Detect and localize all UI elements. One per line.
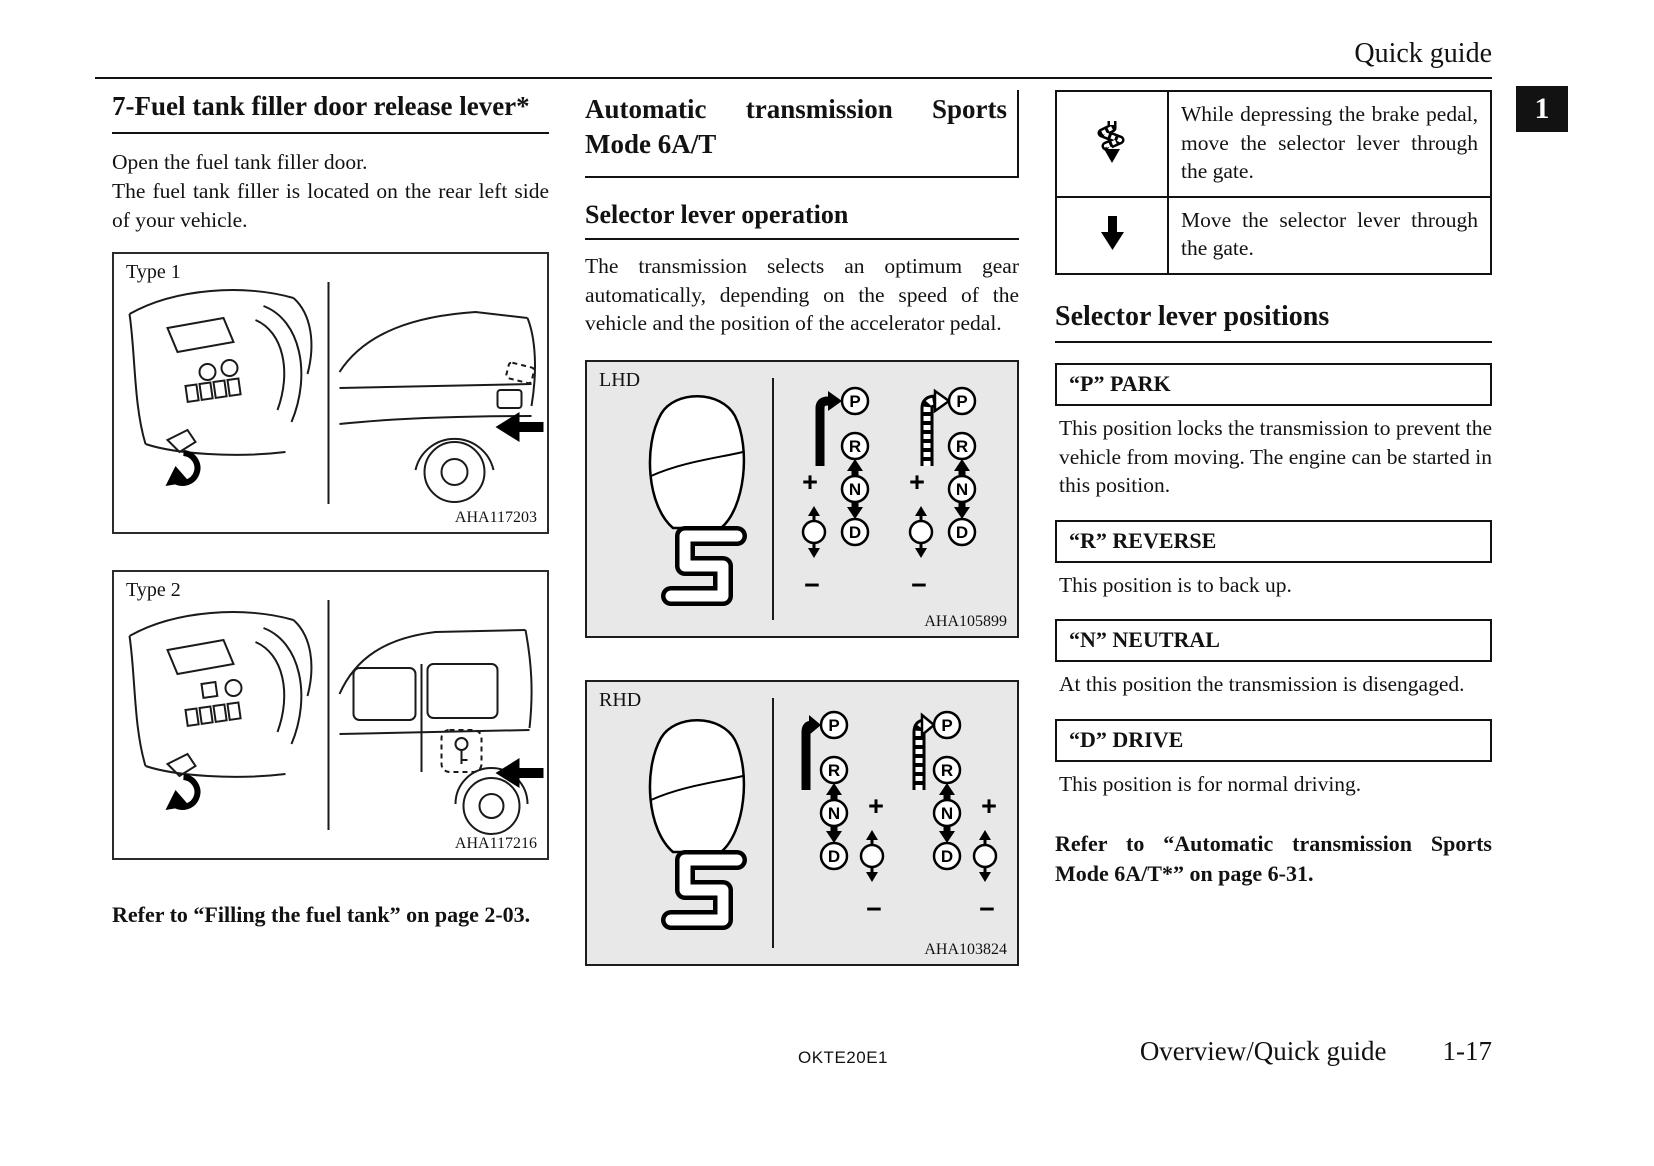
zigzag-down-arrow-icon bbox=[1097, 121, 1125, 164]
right-column: While depressing the brake pedal, move t… bbox=[1055, 90, 1492, 890]
footer-chapter-title: Overview/Quick guide bbox=[1139, 1036, 1387, 1066]
refer-note: Refer to “Automatic transmission Sports … bbox=[1055, 830, 1492, 887]
figure-label: RHD bbox=[599, 688, 642, 711]
gate-letter-n: N bbox=[941, 804, 953, 823]
position-text: This position is to back up. bbox=[1059, 572, 1292, 597]
paragraph: Open the fuel tank filler door. bbox=[112, 150, 368, 175]
gate-plus-sign: + bbox=[802, 467, 818, 497]
figure-type1: Type 1 bbox=[112, 252, 549, 535]
fuel-door-arrow bbox=[495, 758, 544, 789]
truck-side-drawing bbox=[338, 629, 533, 836]
section-heading-transmission: Automatic transmission Sports Mode 6A/T bbox=[585, 90, 1019, 179]
gate-plus-sign: + bbox=[868, 791, 884, 821]
paragraph: The fuel tank filler is located on the r… bbox=[112, 178, 549, 232]
gate-minus-sign: − bbox=[804, 570, 820, 600]
figure-lhd: LHD bbox=[585, 359, 1019, 638]
gate-letter-d: D bbox=[941, 847, 953, 866]
figure-code: AHA117203 bbox=[454, 509, 537, 527]
figure-label: Type 2 bbox=[126, 579, 181, 602]
position-text: At this position the transmission is dis… bbox=[1059, 672, 1465, 697]
gate-letter-r: R bbox=[956, 437, 968, 456]
selector-instruction-table: While depressing the brake pedal, move t… bbox=[1055, 90, 1492, 275]
position-title-reverse: “R” REVERSE bbox=[1055, 519, 1492, 563]
position-text: This position is for normal driving. bbox=[1059, 771, 1362, 796]
fuel-door-arrow bbox=[495, 412, 544, 443]
release-lever-arrow bbox=[165, 774, 201, 811]
section-heading-fuel-door: 7-Fuel tank filler door release lever* bbox=[112, 90, 549, 135]
shift-gate-diagram-solid: P R N D + − bbox=[801, 386, 870, 600]
gate-letter-r: R bbox=[849, 437, 861, 456]
figure-label: Type 1 bbox=[126, 261, 181, 284]
gate-letter-n: N bbox=[956, 480, 968, 499]
header-rule bbox=[95, 77, 1492, 79]
shift-knob-drawing bbox=[648, 719, 747, 930]
position-title-park: “P” PARK bbox=[1055, 362, 1492, 406]
gate-letter-d: D bbox=[849, 523, 861, 542]
gate-letter-r: R bbox=[828, 761, 840, 780]
position-title-drive: “D” DRIVE bbox=[1055, 718, 1492, 762]
shift-knob-drawing bbox=[648, 395, 747, 606]
paragraph: The transmission selects an optimum gear… bbox=[585, 254, 1019, 336]
position-text: This position locks the transmission to … bbox=[1059, 415, 1492, 498]
gate-letter-d: D bbox=[956, 523, 968, 542]
fuel-door-release-illustration-type2 bbox=[128, 600, 544, 836]
gate-letter-p: P bbox=[941, 716, 952, 735]
figure-code: AHA103824 bbox=[924, 940, 1007, 958]
release-lever-arrow bbox=[165, 450, 201, 487]
fuel-door-release-illustration-type1 bbox=[128, 282, 544, 505]
gate-minus-sign: − bbox=[911, 570, 927, 600]
table-row: While depressing the brake pedal, move t… bbox=[1055, 90, 1492, 198]
figure-rhd: RHD bbox=[585, 679, 1019, 966]
gate-letter-d: D bbox=[828, 847, 840, 866]
table-text: While depressing the brake pedal, move t… bbox=[1167, 90, 1492, 198]
gate-plus-sign: + bbox=[981, 791, 997, 821]
dashboard-drawing bbox=[128, 611, 313, 778]
position-title-neutral: “N” NEUTRAL bbox=[1055, 619, 1492, 663]
table-row: Move the selector lever through the gate… bbox=[1055, 195, 1492, 275]
section-heading-lever-positions: Selector lever positions bbox=[1055, 301, 1492, 343]
shift-gate-diagram-hatched: P R N D + − bbox=[908, 386, 977, 600]
gate-plus-sign: + bbox=[909, 467, 925, 497]
table-text: Move the selector lever through the gate… bbox=[1167, 195, 1492, 275]
footer-document-code: OKTE20E1 bbox=[798, 1048, 888, 1067]
table-icon-cell bbox=[1055, 90, 1169, 198]
shift-gate-diagram-hatched: P R N D + − bbox=[912, 710, 998, 924]
figure-code: AHA105899 bbox=[924, 612, 1007, 630]
figure-type2: Type 2 bbox=[112, 570, 549, 861]
subsection-heading-selector-lever: Selector lever operation bbox=[585, 200, 1019, 241]
footer: Overview/Quick guide 1-17 bbox=[1055, 1036, 1492, 1067]
page-header-title: Quick guide bbox=[1354, 38, 1492, 69]
gate-minus-sign: − bbox=[866, 894, 882, 924]
gate-letter-n: N bbox=[828, 804, 840, 823]
refer-note: Refer to “Filling the fuel tank” on page… bbox=[112, 902, 531, 928]
lhd-selector-illustration: P R N D + − bbox=[648, 377, 977, 620]
gate-letter-p: P bbox=[828, 716, 839, 735]
left-column: 7-Fuel tank filler door release lever* O… bbox=[112, 90, 549, 931]
gate-letter-p: P bbox=[956, 392, 967, 411]
footer-page-number: 1-17 bbox=[1442, 1036, 1493, 1066]
car-rear-drawing bbox=[338, 311, 536, 504]
figure-code: AHA117216 bbox=[454, 835, 537, 853]
middle-column: Automatic transmission Sports Mode 6A/T … bbox=[585, 90, 1019, 966]
shift-gate-diagram-solid: P R N D + − bbox=[801, 710, 885, 924]
gate-letter-n: N bbox=[849, 480, 861, 499]
gate-letter-p: P bbox=[849, 392, 860, 411]
gate-minus-sign: − bbox=[979, 894, 995, 924]
dashboard-drawing bbox=[128, 289, 313, 456]
gate-letter-r: R bbox=[941, 761, 953, 780]
rhd-selector-illustration: P R N D + − bbox=[648, 697, 998, 948]
table-icon-cell bbox=[1055, 195, 1169, 275]
chapter-tab: 1 bbox=[1516, 86, 1568, 132]
down-arrow-icon bbox=[1101, 215, 1124, 250]
figure-label: LHD bbox=[599, 368, 641, 391]
